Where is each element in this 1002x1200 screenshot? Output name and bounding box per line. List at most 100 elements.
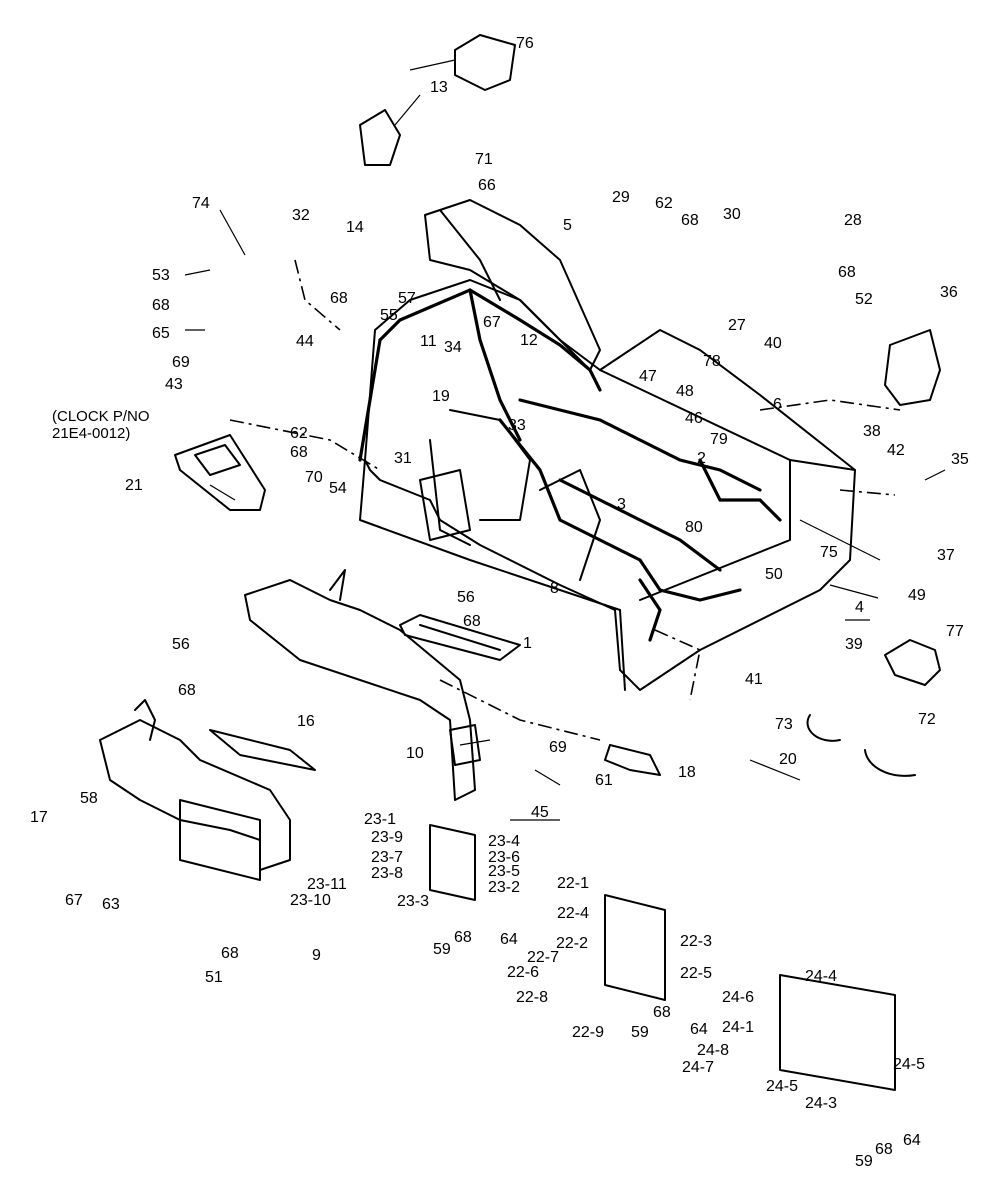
relay-36 bbox=[884, 329, 941, 406]
callout-10: 10 bbox=[406, 745, 424, 762]
callout-22-2: 22-2 bbox=[556, 935, 589, 952]
leader-lines bbox=[184, 59, 946, 821]
callout-39: 39 bbox=[845, 636, 863, 653]
callout-18: 18 bbox=[678, 764, 696, 781]
callout-75: 75 bbox=[820, 544, 838, 561]
callout-68-mid: 68 bbox=[330, 290, 348, 307]
callout-13: 13 bbox=[430, 79, 448, 96]
callout-79: 79 bbox=[710, 431, 728, 448]
callout-68-left: 68 bbox=[152, 297, 170, 314]
relay-plate-22 bbox=[604, 894, 666, 1001]
callout-48: 48 bbox=[676, 383, 694, 400]
callout-23-5: 23-5 bbox=[488, 863, 521, 880]
callout-31: 31 bbox=[394, 450, 412, 467]
callout-77: 77 bbox=[946, 623, 964, 640]
callout-58: 58 bbox=[80, 790, 98, 807]
solenoid-18 bbox=[604, 744, 661, 776]
callout-67-left: 67 bbox=[65, 892, 83, 909]
grouping-line-6 bbox=[839, 489, 896, 496]
grouping-line-5 bbox=[759, 399, 901, 411]
callout-22-3: 22-3 bbox=[680, 933, 713, 950]
callout-41: 41 bbox=[745, 671, 763, 688]
callout-59-c: 59 bbox=[855, 1153, 873, 1170]
callout-5: 5 bbox=[563, 217, 572, 234]
callout-78: 78 bbox=[703, 353, 721, 370]
callout-11: 11 bbox=[420, 333, 437, 350]
callout-56-left: 56 bbox=[172, 636, 190, 653]
callout-22-8: 22-8 bbox=[516, 989, 549, 1006]
callout-62-top: 62 bbox=[655, 195, 673, 212]
callout-64-b: 64 bbox=[690, 1021, 708, 1038]
callout-22-7: 22-7 bbox=[527, 949, 560, 966]
callout-68-plate: 68 bbox=[463, 613, 481, 630]
callout-34: 34 bbox=[444, 339, 462, 356]
relay-plate-23 bbox=[429, 824, 476, 901]
callout-6: 6 bbox=[773, 396, 782, 413]
callout-59-a: 59 bbox=[433, 941, 451, 958]
callout-29: 29 bbox=[612, 189, 630, 206]
callout-24-3: 24-3 bbox=[805, 1095, 838, 1112]
callout-68-right: 68 bbox=[838, 264, 856, 281]
callout-52: 52 bbox=[855, 291, 873, 308]
callout-2: 2 bbox=[697, 450, 706, 467]
callout-28: 28 bbox=[844, 212, 862, 229]
callout-65: 65 bbox=[152, 325, 170, 342]
callout-8: 8 bbox=[550, 580, 559, 597]
callout-1: 1 bbox=[523, 635, 532, 652]
callout-17: 17 bbox=[30, 809, 48, 826]
wiring-harness bbox=[358, 288, 782, 642]
callout-68-top: 68 bbox=[681, 212, 699, 229]
callout-23-8: 23-8 bbox=[371, 865, 404, 882]
clamp-72 bbox=[864, 749, 916, 777]
callout-36: 36 bbox=[940, 284, 958, 301]
unit-76 bbox=[454, 34, 516, 91]
callout-27: 27 bbox=[728, 317, 746, 334]
callout-42: 42 bbox=[887, 442, 905, 459]
callout-68-clock: 68 bbox=[290, 444, 308, 461]
callout-40: 40 bbox=[764, 335, 782, 352]
callout-64-c: 64 bbox=[903, 1132, 921, 1149]
lamp-13 bbox=[359, 109, 401, 166]
callout-53: 53 bbox=[152, 267, 170, 284]
callout-21: 21 bbox=[125, 477, 143, 494]
callout-23-11: 23-11 bbox=[307, 876, 347, 893]
callout-68-24: 68 bbox=[875, 1141, 893, 1158]
relay-plate-24 bbox=[779, 974, 896, 1091]
callout-59-b: 59 bbox=[631, 1024, 649, 1041]
left-console bbox=[99, 699, 316, 881]
callout-76: 76 bbox=[516, 35, 534, 52]
callout-69-mid: 69 bbox=[549, 739, 567, 756]
callout-80: 80 bbox=[685, 519, 703, 536]
callout-73: 73 bbox=[775, 716, 793, 733]
callout-24-5-left: 24-5 bbox=[766, 1078, 799, 1095]
callout-56-mid: 56 bbox=[457, 589, 475, 606]
callout-20: 20 bbox=[779, 751, 797, 768]
callout-24-8: 24-8 bbox=[697, 1042, 730, 1059]
callout-14: 14 bbox=[346, 219, 364, 236]
callout-22-5: 22-5 bbox=[680, 965, 713, 982]
callout-23-3: 23-3 bbox=[397, 893, 430, 910]
clamp-73 bbox=[806, 714, 841, 742]
callout-16: 16 bbox=[297, 713, 315, 730]
callout-22-6: 22-6 bbox=[507, 964, 540, 981]
callout-46: 46 bbox=[685, 410, 703, 427]
callout-23-1: 23-1 bbox=[364, 811, 397, 828]
callout-68-22: 68 bbox=[653, 1004, 671, 1021]
callout-12: 12 bbox=[520, 332, 538, 349]
callout-9: 9 bbox=[312, 947, 321, 964]
callout-24-1: 24-1 bbox=[722, 1019, 755, 1036]
callout-51: 51 bbox=[205, 969, 223, 986]
callout-68-23: 68 bbox=[454, 929, 472, 946]
callout-64-a: 64 bbox=[500, 931, 518, 948]
callout-69-left: 69 bbox=[172, 354, 190, 371]
callout-63: 63 bbox=[102, 896, 120, 913]
grouping-line-2 bbox=[229, 419, 381, 471]
callout-32: 32 bbox=[292, 207, 310, 224]
callout-38: 38 bbox=[863, 423, 881, 440]
callout-3: 3 bbox=[617, 496, 626, 513]
callout-37: 37 bbox=[937, 547, 955, 564]
callout-50: 50 bbox=[765, 566, 783, 583]
callout-45: 45 bbox=[531, 804, 549, 821]
clock-note-line1: (CLOCK P/NO bbox=[52, 408, 150, 425]
